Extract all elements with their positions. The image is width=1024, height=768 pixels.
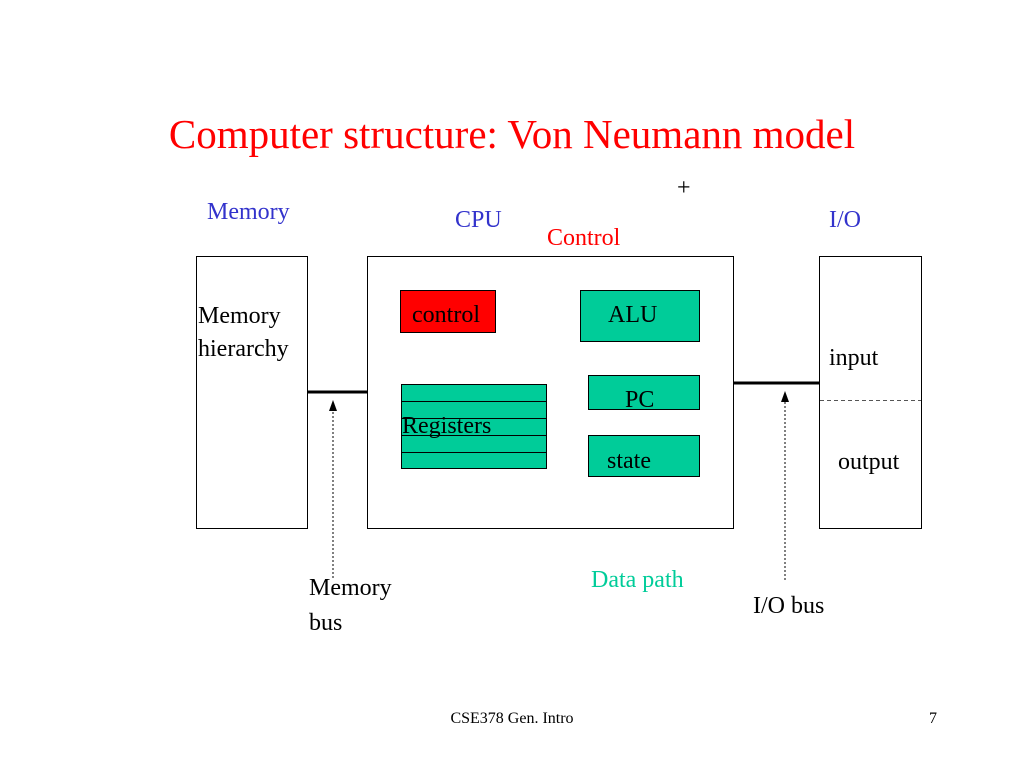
page-number: 7 <box>929 710 937 727</box>
pc-box <box>588 375 700 410</box>
plus-sign: + <box>677 175 691 201</box>
io-bus-label: I/O bus <box>753 593 825 619</box>
control-unit-label: control <box>412 302 480 328</box>
memory-bus-arrow <box>329 400 337 578</box>
alu-label: ALU <box>608 302 658 328</box>
control-label: Control <box>547 225 621 251</box>
cpu-label: CPU <box>455 207 502 233</box>
io-box <box>819 256 922 529</box>
data-path-label: Data path <box>591 567 684 593</box>
memory-hierarchy-line1: Memory <box>198 303 281 329</box>
io-output-label: output <box>838 449 900 475</box>
registers-stack <box>401 384 547 469</box>
alu-box <box>580 290 700 342</box>
slide-title: Computer structure: Von Neumann model <box>168 111 856 157</box>
io-input-label: input <box>829 345 879 371</box>
io-bus-arrow <box>781 391 789 580</box>
control-unit-box <box>400 290 496 333</box>
pc-label: PC <box>625 387 655 413</box>
state-box <box>588 435 700 477</box>
memory-label: Memory <box>207 199 290 225</box>
memory-bus-label-line2: bus <box>309 610 343 636</box>
memory-hierarchy-line2: hierarchy <box>198 336 289 362</box>
memory-box <box>196 256 308 529</box>
io-label: I/O <box>829 207 861 233</box>
register-row <box>401 452 547 469</box>
memory-bus-label-line1: Memory <box>309 575 392 601</box>
state-label: state <box>607 448 651 474</box>
registers-label: Registers <box>402 413 492 439</box>
register-row <box>401 384 547 402</box>
footer-course-title: CSE378 Gen. Intro <box>450 710 574 727</box>
